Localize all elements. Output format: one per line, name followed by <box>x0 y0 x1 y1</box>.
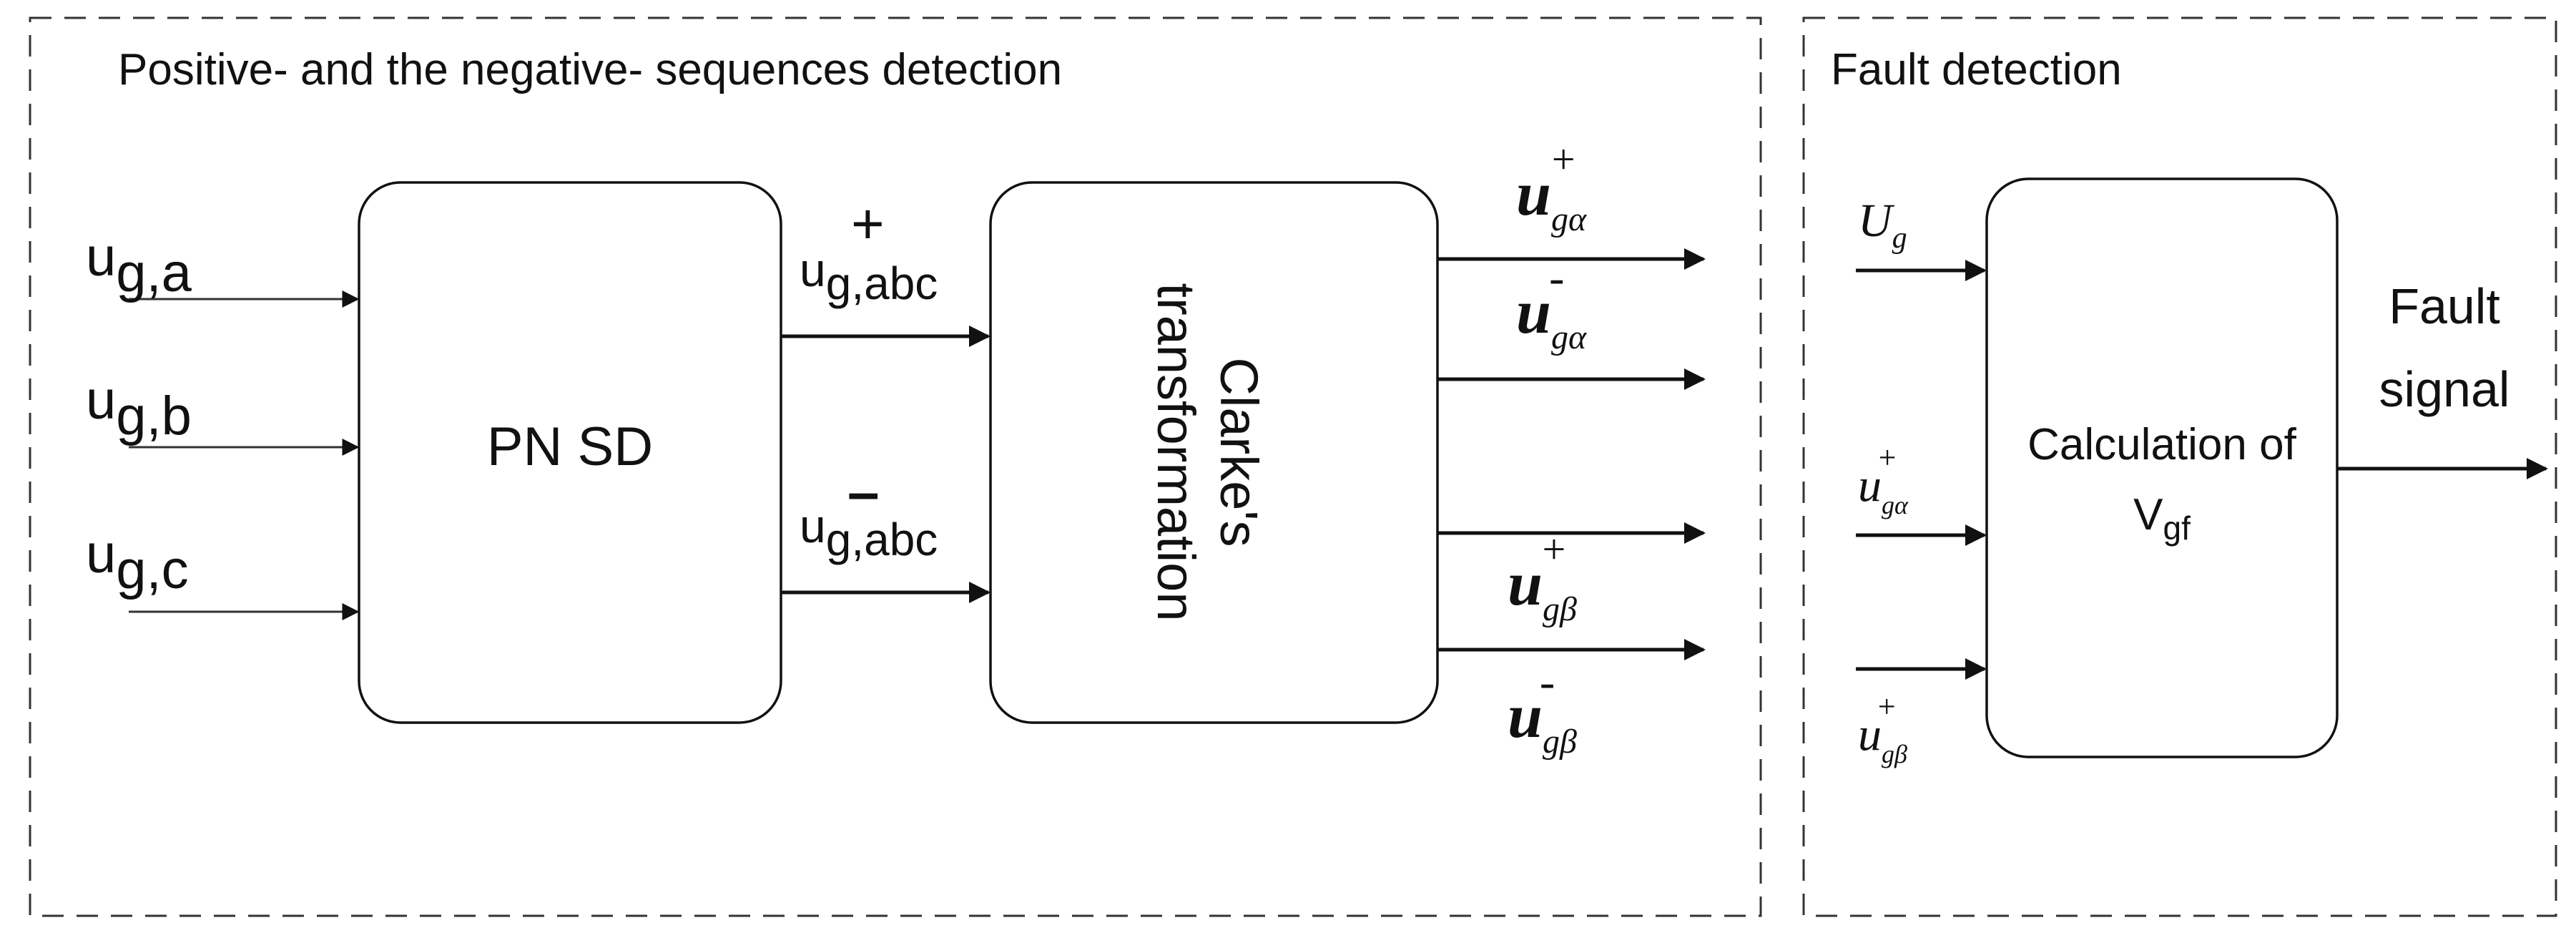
calculation-label-vgf: Vgf <box>2133 490 2191 547</box>
clarke-label-line1: Clarke's <box>1209 358 1269 547</box>
clarke-out-label-beta-pos: ugβ+ <box>1508 526 1577 628</box>
pn-positive-sup: + <box>851 192 885 255</box>
region-title-sequence-detection: Positive- and the negative- sequences de… <box>118 45 1062 94</box>
region-title-fault-detection: Fault detection <box>1831 45 2122 94</box>
fault-in-label-ug: Ug <box>1858 195 1907 255</box>
fault-signal-label-line1: Fault <box>2389 278 2500 334</box>
clarke-out-label-alpha-neg: ugα- <box>1516 252 1587 356</box>
region-fault-detection <box>1802 16 2557 917</box>
calculation-label-line1: Calculation of <box>2027 420 2296 469</box>
clarke-label-line2: transformation <box>1146 283 1206 622</box>
fault-in-label-beta: ugβ+ <box>1858 689 1907 768</box>
fault-in-label-alpha: ugα+ <box>1858 440 1909 519</box>
input-label-a: ug,a <box>86 227 192 303</box>
clarke-block <box>989 181 1439 724</box>
pn-negative-label: ug,abc <box>800 499 938 565</box>
region-sequence-detection <box>29 16 1762 917</box>
input-label-c: ug,c <box>86 524 189 600</box>
pn-positive-label: ug,abc <box>800 243 938 309</box>
clarke-out-label-beta-neg: ugβ- <box>1508 656 1577 761</box>
pn-negative-sup: – <box>847 460 880 524</box>
fault-signal-label-line2: signal <box>2379 361 2510 417</box>
pn-sd-label: PN SD <box>487 416 653 477</box>
clarke-out-label-alpha-pos: ugα+ <box>1516 136 1587 238</box>
clarke-label: Clarke's transformation <box>1146 283 1269 622</box>
input-label-b: ug,b <box>86 370 192 446</box>
